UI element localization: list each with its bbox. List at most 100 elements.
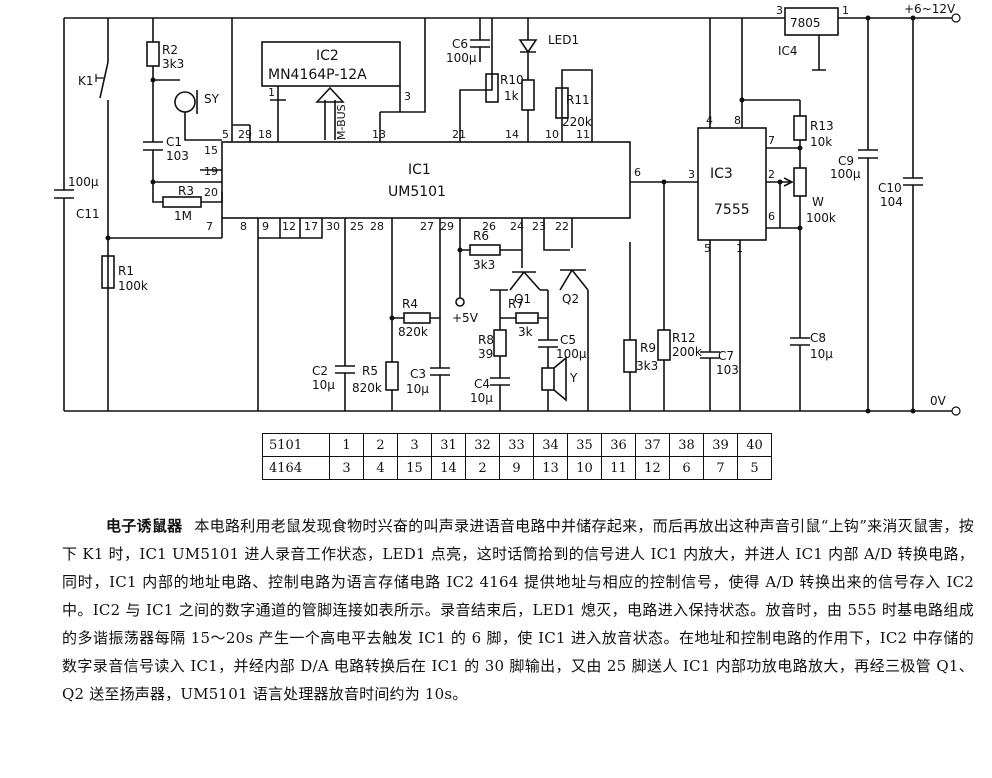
- ic1-pin26: 26: [482, 220, 496, 233]
- ic1-pin12: 12: [282, 220, 296, 233]
- ic1-pin19: 19: [204, 165, 218, 178]
- ic1-pin24: 24: [510, 220, 524, 233]
- led1-label: LED1: [548, 33, 579, 47]
- ic1-pin17: 17: [304, 220, 318, 233]
- ic4-label: IC4: [778, 44, 798, 58]
- ic1-pin18: 18: [258, 128, 272, 141]
- table-cell: 1: [329, 433, 364, 457]
- r8-label: R8: [478, 333, 494, 347]
- r5-resistor: [385, 361, 399, 391]
- r6-value: 3k3: [473, 258, 495, 272]
- table-cell: 33: [499, 433, 534, 457]
- c4-value: 10μ: [470, 391, 493, 405]
- table-cell: 34: [533, 433, 568, 457]
- r13-value: 10k: [810, 135, 832, 149]
- ic1-pin13: 13: [372, 128, 386, 141]
- table-cell: 10: [567, 456, 602, 480]
- ic3-pin6: 6: [768, 210, 775, 223]
- r12-value: 200k: [672, 345, 702, 359]
- ic1-pin23: 23: [532, 220, 546, 233]
- c1-label: C1: [166, 135, 182, 149]
- r1-label: R1: [118, 264, 134, 278]
- r10-value: 1k: [504, 89, 519, 103]
- q2-label: Q2: [562, 292, 579, 306]
- table-cell: 13: [533, 456, 568, 480]
- ic1-pin8: 8: [240, 220, 247, 233]
- r6-label: R6: [473, 229, 489, 243]
- table-cell: 14: [431, 456, 466, 480]
- table-cell: 2: [363, 433, 398, 457]
- table-cell: 11: [601, 456, 636, 480]
- c10-value: 104: [880, 195, 903, 209]
- table-cell: 40: [737, 433, 772, 457]
- r9-label: R9: [640, 341, 656, 355]
- w-value: 100k: [806, 211, 836, 225]
- r-led-resistor: [521, 79, 535, 111]
- r4-value: 820k: [398, 325, 428, 339]
- r7-resistor: [515, 312, 539, 324]
- table-cell: 38: [669, 433, 704, 457]
- table-cell: 31: [431, 433, 466, 457]
- table-cell: 4: [363, 456, 398, 480]
- c10-label: C10: [878, 181, 902, 195]
- table-cell: 9: [499, 456, 534, 480]
- ic2-model: MN4164P-12A: [268, 67, 367, 83]
- ic1-pin29b: 29: [440, 220, 454, 233]
- mbus-label: M-BUS: [335, 104, 348, 140]
- description-body: 本电路利用老鼠发现食物时兴奋的叫声录进语音电路中并储存起来，而后再放出这种声音引…: [62, 517, 974, 703]
- r12-label: R12: [672, 331, 696, 345]
- ic1-pin11: 11: [576, 128, 590, 141]
- r3-label: R3: [178, 184, 194, 198]
- r11-value: 220k: [562, 115, 592, 129]
- c3-value: 10μ: [406, 382, 429, 396]
- c6-label: C6: [452, 37, 468, 51]
- r1-resistor: [101, 255, 115, 289]
- table-cell: 3: [397, 433, 432, 457]
- ic1-pin28: 28: [370, 220, 384, 233]
- ic2-mn4164: [261, 41, 401, 87]
- sy-microphone: [174, 91, 196, 113]
- ic3-pin2: 2: [768, 168, 775, 181]
- r2-value: 3k3: [162, 57, 184, 71]
- c4-label: C4: [474, 377, 490, 391]
- r9-value: 3k3: [636, 359, 658, 373]
- r7-value: 3k: [518, 325, 533, 339]
- r9-resistor: [623, 339, 637, 373]
- ic1-pin15: 15: [204, 144, 218, 157]
- r3-resistor: [162, 196, 202, 208]
- ic3-model: 7555: [714, 202, 750, 218]
- table-cell: 15: [397, 456, 432, 480]
- table-cell: 7: [703, 456, 738, 480]
- r1-value: 100k: [118, 279, 148, 293]
- ic1-pin29: 29: [238, 128, 252, 141]
- r4-label: R4: [402, 297, 418, 311]
- r2-label: R2: [162, 43, 178, 57]
- table-cell: 35: [567, 433, 602, 457]
- ic1-pin25: 25: [350, 220, 364, 233]
- r11-resistor: [555, 87, 569, 119]
- ic3-pin3: 3: [688, 168, 695, 181]
- table-row-head: 4164: [262, 456, 330, 480]
- circuit-schematic: +6~12V 0V 7805 3 1 IC4 C9 100μ C10 104 1…: [54, 2, 961, 416]
- ic4-pin3: 3: [776, 4, 783, 17]
- ic1-pin14: 14: [505, 128, 519, 141]
- y-speaker: [541, 367, 555, 391]
- table-row: 5101 1 2 3 31 32 33 34 35 36 37 38 39 40: [262, 433, 772, 457]
- table-cell: 12: [635, 456, 670, 480]
- c5-label: C5: [560, 333, 576, 347]
- c11-value: 100μ: [68, 175, 99, 189]
- c2-value: 10μ: [312, 378, 335, 392]
- description-paragraph: 电子诱鼠器本电路利用老鼠发现食物时兴奋的叫声录进语音电路中并储存起来，而后再放出…: [62, 512, 974, 708]
- c7-label: C7: [718, 349, 734, 363]
- r5-label: R5: [362, 364, 378, 378]
- ic1-pin6: 6: [634, 166, 641, 179]
- r7-label: R7: [508, 297, 524, 311]
- ic4-pin1: 1: [842, 4, 849, 17]
- ic3-7555: [697, 127, 767, 241]
- ic4-model: 7805: [790, 16, 821, 30]
- r11-label: R11: [566, 93, 590, 107]
- r13-label: R13: [810, 119, 834, 133]
- ic1-label: IC1: [408, 162, 431, 178]
- c1-value: 103: [166, 149, 189, 163]
- ic4-7805-body: [784, 7, 839, 36]
